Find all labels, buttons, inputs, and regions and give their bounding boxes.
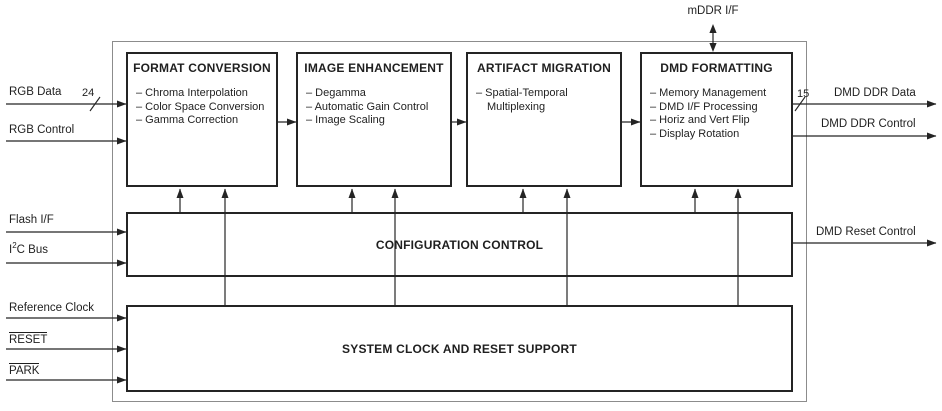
block-title: SYSTEM CLOCK AND RESET SUPPORT — [342, 341, 577, 356]
block-item: – Memory Management — [650, 87, 767, 99]
block-system-clock-reset: SYSTEM CLOCK AND RESET SUPPORT — [126, 305, 793, 392]
block-item-list: – Degamma – Automatic Gain Control – Ima… — [298, 87, 450, 128]
block-title: CONFIGURATION CONTROL — [375, 237, 544, 252]
block-item: – Display Rotation — [650, 127, 740, 140]
block-artifact-migration: ARTIFACT MIGRATION – Spatial-Temporal Mu… — [466, 52, 622, 187]
port-label-park: PARK — [9, 363, 40, 378]
block-item-list: – Chroma Interpolation – Color Space Con… — [128, 87, 276, 128]
block-item: – Color Space Conversion — [136, 100, 265, 113]
block-item: – Gamma Correction — [136, 114, 239, 126]
bus-width-rgb-data: 24 — [82, 87, 95, 99]
block-item: – DMD I/F Processing — [650, 100, 758, 113]
port-label-i2c-bus: I2C Bus — [9, 241, 48, 257]
block-configuration-control: CONFIGURATION CONTROL — [126, 212, 793, 277]
port-label-reference-clock: Reference Clock — [9, 302, 95, 314]
block-item-list: – Memory Management – DMD I/F Processing… — [642, 87, 791, 141]
block-item: – Image Scaling — [306, 114, 385, 126]
port-label-dmd-ddr-control: DMD DDR Control — [821, 118, 916, 130]
port-label-rgb-data: RGB Data — [9, 86, 62, 98]
block-item: – Horiz and Vert Flip — [650, 114, 750, 126]
block-format-conversion: FORMAT CONVERSION – Chroma Interpolation… — [126, 52, 278, 187]
block-item: – Automatic Gain Control — [306, 100, 429, 113]
block-title: IMAGE ENHANCEMENT — [304, 61, 444, 75]
port-label-dmd-reset-control: DMD Reset Control — [816, 226, 916, 238]
block-image-enhancement: IMAGE ENHANCEMENT – Degamma – Automatic … — [296, 52, 452, 187]
bus-slash-rgb-data — [89, 96, 101, 112]
block-title: ARTIFACT MIGRATION — [476, 61, 612, 75]
bus-width-dmd-ddr-data: 15 — [797, 88, 810, 100]
block-item-list: – Spatial-Temporal Multiplexing — [468, 87, 620, 114]
reset-text: RESET — [9, 332, 48, 346]
i2c-base: I — [9, 244, 13, 256]
port-label-mddr-if: mDDR I/F — [687, 5, 739, 17]
port-label-dmd-ddr-data: DMD DDR Data — [834, 87, 916, 99]
block-item: – Spatial-Temporal Multiplexing — [476, 87, 568, 113]
port-label-flash-if: Flash I/F — [9, 214, 54, 226]
block-title: DMD FORMATTING — [660, 61, 773, 75]
block-title: FORMAT CONVERSION — [133, 61, 271, 75]
block-item: – Chroma Interpolation — [136, 87, 248, 99]
i2c-rest: C Bus — [16, 244, 48, 256]
block-item: – Degamma — [306, 87, 366, 99]
port-label-reset: RESET — [9, 332, 48, 347]
port-label-rgb-control: RGB Control — [9, 124, 75, 136]
park-text: PARK — [9, 363, 40, 377]
i2c-sup: 2 — [12, 241, 17, 251]
block-dmd-formatting: DMD FORMATTING – Memory Management – DMD… — [640, 52, 793, 187]
